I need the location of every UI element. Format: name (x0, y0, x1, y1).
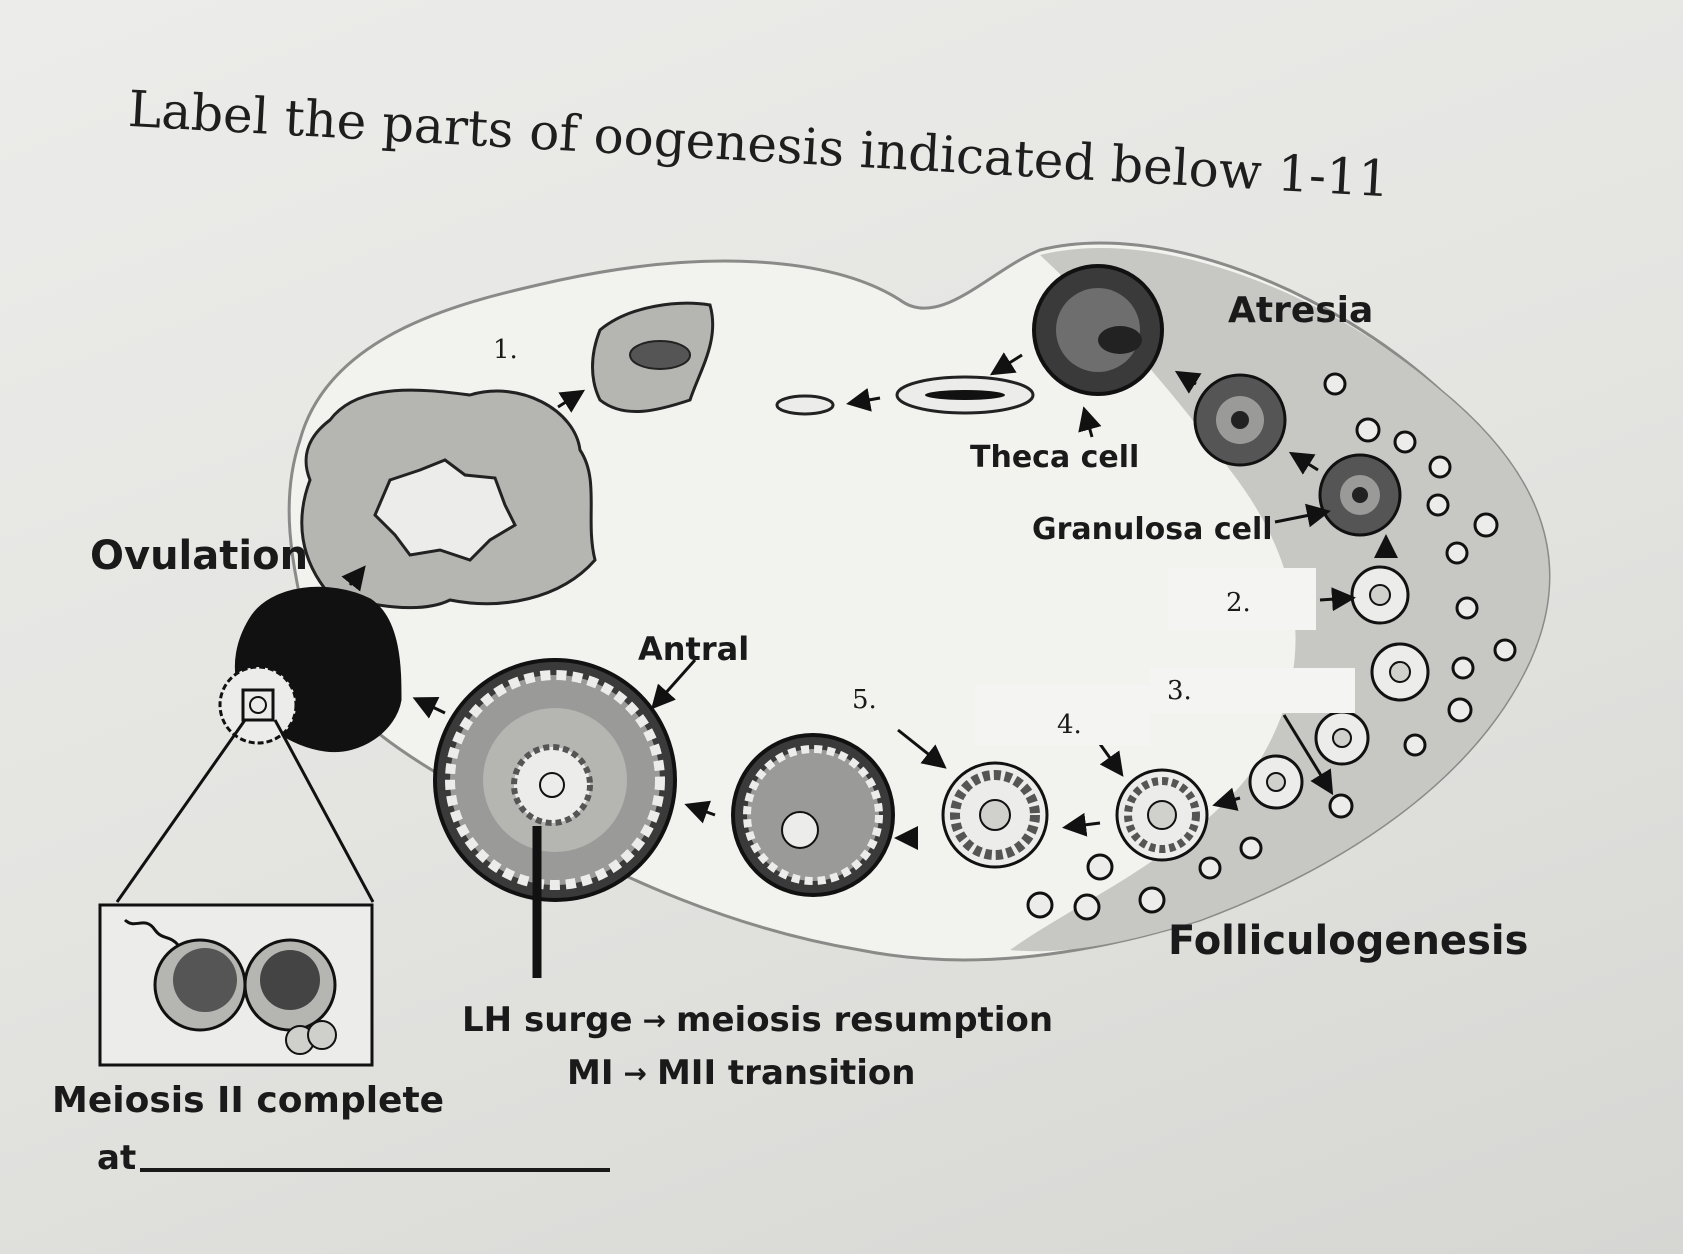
inset-oocyte-left (173, 948, 237, 1012)
atretic-oocyte (1098, 326, 1142, 354)
marker-4: 4. (1057, 710, 1082, 740)
label-antral: Antral (638, 630, 750, 668)
label-mi: MI (567, 1053, 614, 1093)
marker-1: 1. (493, 335, 518, 365)
mi-arrow-icon: → (623, 1056, 647, 1090)
answer-box-4[interactable] (975, 685, 1150, 745)
inset-oocyte-right (260, 950, 320, 1010)
follicle-granulosa-oocyte (1352, 487, 1368, 503)
follicle-3a-oocyte (1389, 661, 1411, 683)
ovulating-oocyte (249, 696, 267, 714)
follicle-4-oocyte (1147, 800, 1177, 830)
lh-surge-line: LH surge → meiosis resumption (462, 1000, 1053, 1040)
label-ovulation: Ovulation (90, 533, 309, 579)
process-arrows (341, 352, 1398, 850)
label-meiosis-complete: Meiosis II complete (52, 1080, 445, 1121)
corpus-luteum-core (373, 458, 517, 562)
label-lh-surge: LH surge (462, 1000, 633, 1040)
answer-box-3[interactable] (1150, 668, 1355, 713)
zoom-line-left (115, 719, 247, 903)
mi-transition-line: MI → MII transition (567, 1053, 915, 1093)
follicle-4-ring (1124, 777, 1200, 853)
follicle-early-antral-oocyte (781, 811, 819, 849)
follicle-atresia-a-oocyte (1231, 411, 1249, 429)
lh-arrow-icon: → (642, 1003, 667, 1037)
marker-2: 2. (1226, 588, 1251, 618)
cortex-shading (1010, 247, 1550, 952)
atretic-remnant-small (775, 394, 835, 416)
follicle-5-ring (950, 770, 1040, 860)
follicle-early-antral-granulosa (743, 745, 883, 885)
follicle-antral-oocyte (539, 772, 565, 798)
label-meiosis-resumption: meiosis resumption (676, 1000, 1054, 1040)
inset-sperm (123, 918, 180, 947)
follicle-2-oocyte (1369, 584, 1391, 606)
zoom-line-right (273, 719, 375, 903)
follicle-5-oocyte (979, 799, 1011, 831)
inset-polar-body-b (307, 1020, 337, 1050)
label-theca-cell: Theca cell (970, 440, 1140, 475)
answer-box-2[interactable] (1168, 568, 1316, 630)
marker-5: 5. (852, 685, 877, 715)
label-atresia: Atresia (1228, 290, 1374, 331)
meiosis-complete-at-line: at (97, 1138, 611, 1178)
primordial-follicles (1026, 372, 1517, 921)
marker-3: 3. (1167, 676, 1192, 706)
label-at: at (97, 1138, 137, 1178)
follicle-3b-oocyte (1332, 728, 1352, 748)
follicle-3c-oocyte (1266, 772, 1286, 792)
label-mii-transition: MII transition (656, 1053, 916, 1093)
atretic-remnant-core (925, 390, 1005, 400)
corpus-albicans-core (629, 340, 691, 370)
label-folliculogenesis: Folliculogenesis (1168, 918, 1529, 964)
label-granulosa-cell: Granulosa cell (1032, 512, 1273, 547)
meiosis-complete-answer-blank[interactable] (140, 1144, 611, 1172)
